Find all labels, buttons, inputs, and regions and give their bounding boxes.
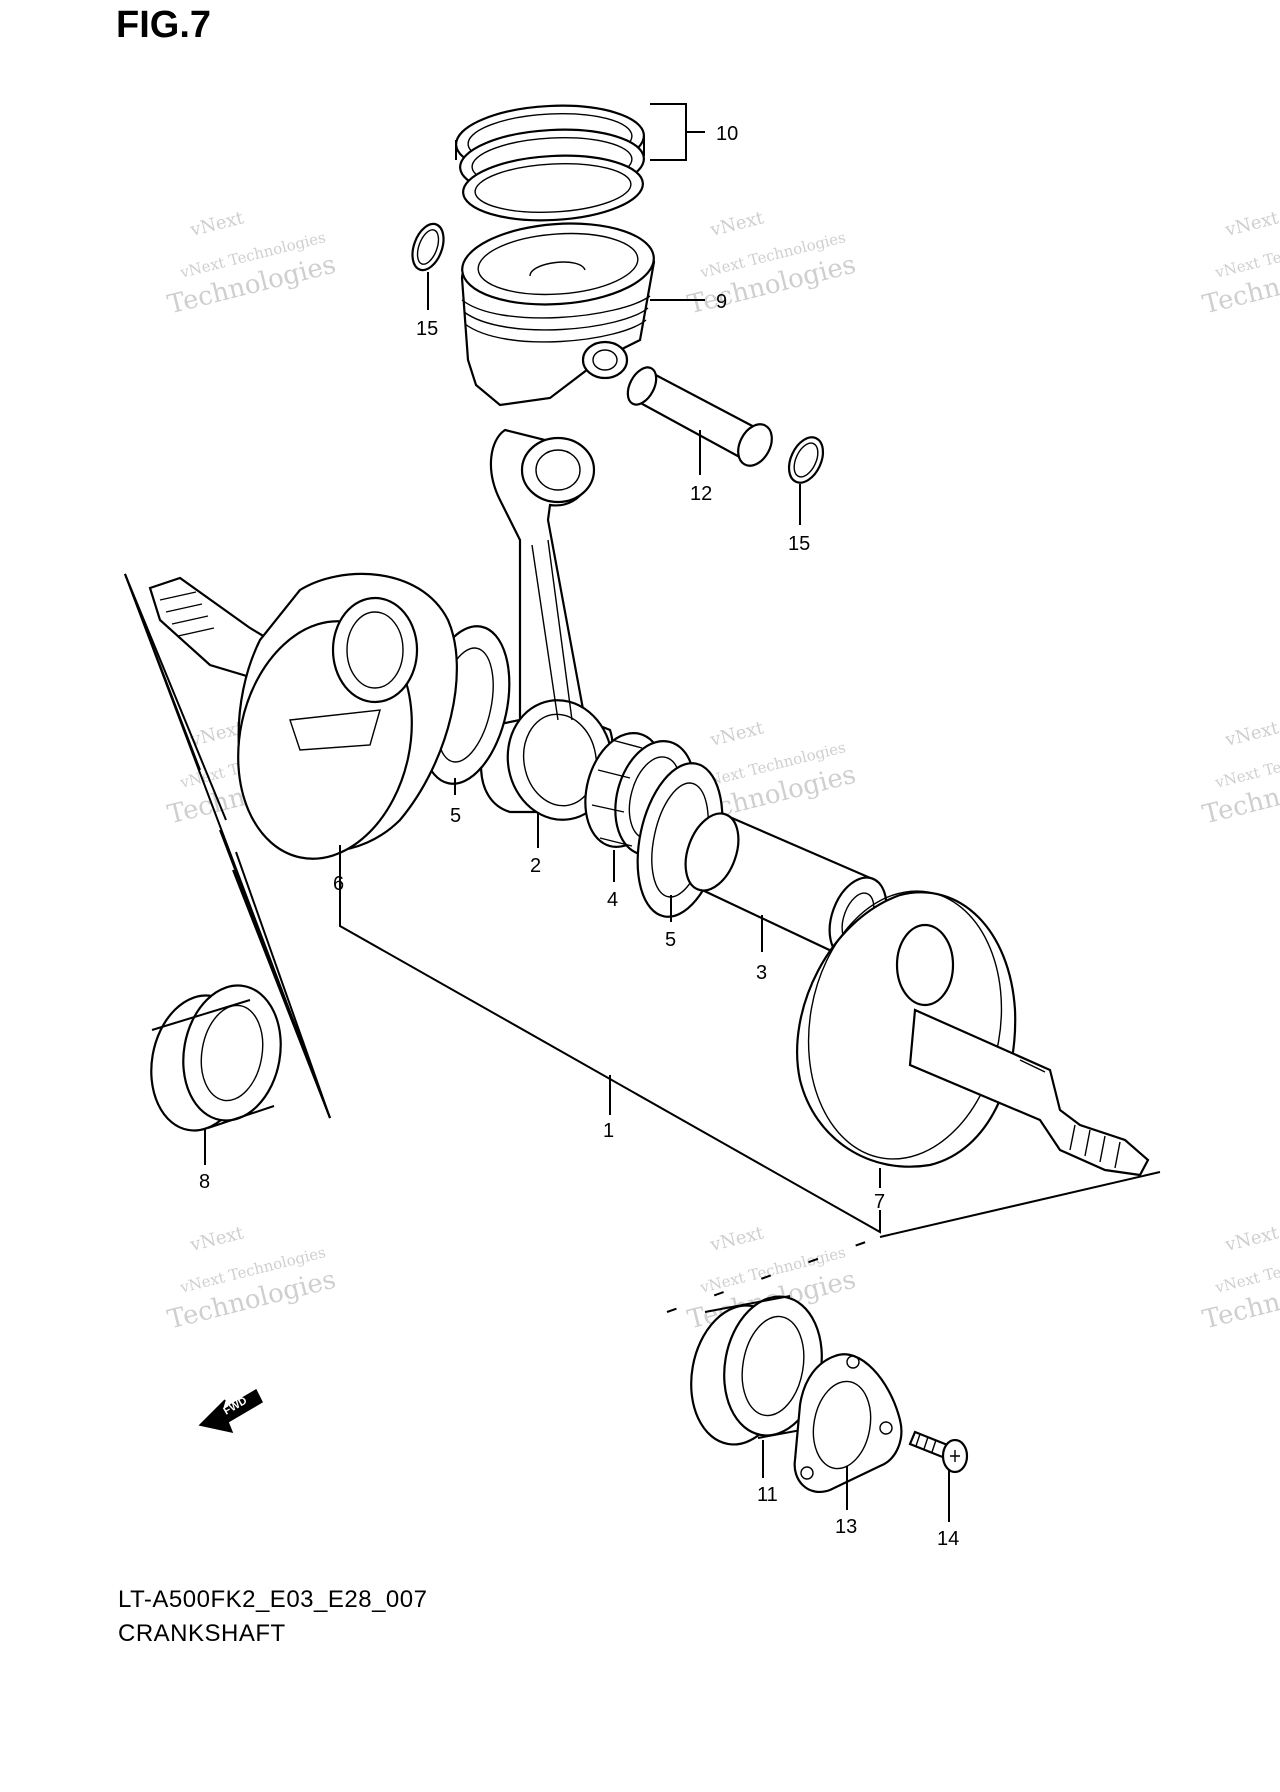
callout-15: 15: [416, 318, 438, 340]
watermark: vNext vNext Technologies Technologies: [1200, 1222, 1280, 1335]
svg-text:vNext: vNext: [187, 1222, 246, 1256]
watermark: vNext vNext Technologies Technologies: [1200, 207, 1280, 320]
piston-rings: [455, 104, 645, 222]
watermark: vNext vNext Technologies Technologies: [165, 207, 339, 320]
svg-text:vNext: vNext: [1222, 1222, 1280, 1256]
svg-text:vNext: vNext: [187, 207, 246, 241]
bearing-left: [150, 984, 282, 1132]
callout-6: 6: [333, 873, 344, 895]
assembly-outline: [124, 573, 1161, 1313]
circlip-right: [787, 436, 825, 484]
callout-2: 2: [530, 855, 541, 877]
callout-3: 3: [756, 962, 767, 984]
callout-14: 12: [690, 483, 712, 505]
forward-arrow-icon: FWD: [198, 1388, 263, 1434]
model-code: LT-A500FK2_E03_E28_007: [118, 1586, 428, 1613]
crankshaft-left: [148, 572, 458, 860]
callout-15: 15: [788, 533, 810, 555]
piston: [460, 222, 656, 407]
callout-8: 8: [199, 1171, 210, 1193]
bearing-retainer-plate: [793, 1353, 903, 1493]
callout-5: 5: [665, 929, 676, 951]
callout-13: 10: [716, 123, 738, 145]
figure-name: CRANKSHAFT: [118, 1620, 286, 1647]
svg-text:vNext: vNext: [707, 717, 766, 751]
callout-4: 4: [607, 889, 618, 911]
svg-text:vNext: vNext: [1222, 717, 1280, 751]
leader-lines: [204, 103, 950, 1522]
callout-9: 11: [757, 1484, 778, 1506]
callout-12: 9: [716, 291, 727, 313]
circlip-left: [411, 222, 445, 272]
callout-10: 13: [835, 1516, 857, 1538]
callouts: 10 9 15 12 15 5 6 2 4 5 3 1 7 8 11 13 14: [199, 123, 959, 1550]
callout-7: 7: [874, 1191, 885, 1213]
callout-5: 5: [450, 805, 461, 827]
svg-text:vNext: vNext: [1222, 207, 1280, 241]
figure-title: FIG.7: [116, 4, 212, 46]
callout-1: 1: [603, 1120, 614, 1142]
crankshaft-right: [796, 890, 1150, 1177]
bearing-right: [690, 1295, 823, 1446]
piston-pin: [626, 366, 773, 467]
svg-text:vNext: vNext: [707, 207, 766, 241]
watermark: vNext vNext Technologies Technologies: [1200, 717, 1280, 830]
screw: [908, 1430, 969, 1474]
svg-text:vNext: vNext: [707, 1222, 766, 1256]
watermark: vNext vNext Technologies Technologies: [165, 1222, 339, 1335]
callout-11: 14: [937, 1528, 959, 1550]
